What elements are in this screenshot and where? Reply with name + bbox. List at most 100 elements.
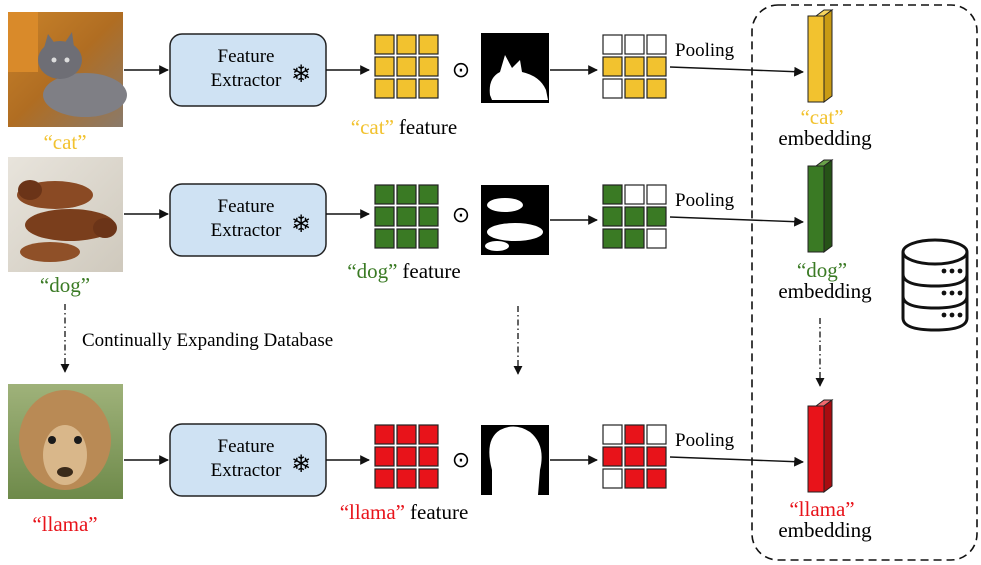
cat-embedding-label: “cat” [800,105,843,129]
cat-feature-cell [374,34,395,55]
cat-feature-cell [418,56,439,77]
dog-pooled-cell [624,184,645,205]
extractor-line1: Feature [218,46,275,67]
snowflake-icon: ❄ [291,210,311,238]
dog-photo [8,157,123,272]
cat-feature-cell [418,34,439,55]
elementwise-product-symbol: ⊙ [452,448,470,473]
pooling-arrow [669,216,804,227]
cat-feature-grid [374,34,439,99]
extractor-line2: Extractor [211,220,282,241]
feature-extractor-llama: Feature Extractor ❄ [169,423,327,497]
cat-feature-cell [396,78,417,99]
snowflake-icon: ❄ [291,450,311,478]
llama-feature-cell [396,446,417,467]
pooling-arrow [669,456,804,467]
database-icon [901,238,969,332]
cat-pooled-cell [602,34,623,55]
elementwise-product-symbol: ⊙ [452,58,470,83]
dog-pooled-cell [602,228,623,249]
snowflake-icon: ❄ [291,60,311,88]
llama-feature-cell [396,424,417,445]
cat-mask [481,33,549,103]
llama-feature-cell [374,424,395,445]
dog-feature-cell [396,228,417,249]
llama-feature-cell [374,446,395,467]
feature-word: feature [402,259,460,283]
embedding-word: embedding [778,126,872,150]
pooling-label: Pooling [675,40,735,61]
llama-feature-grid [374,424,439,489]
cat-pooled-cell [646,78,667,99]
cat-feature-label: “cat”feature [351,115,457,139]
dog-pooled-cell [602,206,623,227]
elementwise-product-symbol: ⊙ [452,203,470,228]
llama-feature-cell [418,424,439,445]
cat-feature-cell [418,78,439,99]
llama-feature-cell [418,446,439,467]
llama-pooled-cell [624,446,645,467]
cat-pooled-cell [602,56,623,77]
cat-feature-quote: “cat” [351,115,394,139]
embedding-word: embedding [778,518,872,542]
llama-pooled-grid [602,424,667,489]
llama-feature-quote: “llama” [340,500,405,524]
llama-embedding-label: “llama” [789,497,854,521]
llama-pooled-cell [624,468,645,489]
cat-feature-cell [396,34,417,55]
dog-feature-cell [418,228,439,249]
extractor-line2: Extractor [211,70,282,91]
dog-feature-grid [374,184,439,249]
llama-feature-cell [374,468,395,489]
llama-photo [8,384,123,499]
cat-feature-cell [396,56,417,77]
llama-feature-cell [418,468,439,489]
llama-embedding-bar [807,399,834,493]
dog-pooled-grid [602,184,667,249]
dog-feature-cell [396,184,417,205]
database-caption: Continually Expanding Database [82,330,333,351]
cat-pooled-grid [602,34,667,99]
cat-embedding-bar [807,9,834,103]
cat-feature-cell [374,78,395,99]
llama-pooled-cell [624,424,645,445]
dog-feature-cell [374,228,395,249]
pooling-arrow [669,66,804,77]
dog-pooled-cell [624,206,645,227]
cat-pooled-cell [646,56,667,77]
dog-feature-cell [396,206,417,227]
dog-pooled-cell [624,228,645,249]
embedding-word: embedding [778,279,872,303]
dog-feature-cell [374,206,395,227]
llama-pooled-cell [602,468,623,489]
feature-word: feature [410,500,468,524]
cat-photo [8,12,127,127]
dog-pooled-cell [646,184,667,205]
llama-feature-label: “llama”feature [340,500,469,524]
llama-pooled-cell [602,446,623,467]
cat-feature-cell [374,56,395,77]
cat-pooled-cell [624,34,645,55]
extractor-line2: Extractor [211,460,282,481]
cat-pooled-cell [624,56,645,77]
cat-pooled-cell [646,34,667,55]
cat-pooled-cell [624,78,645,99]
llama-pooled-cell [602,424,623,445]
llama-mask [481,425,549,495]
cat-label: “cat” [43,130,86,154]
extractor-line1: Feature [218,196,275,217]
dog-feature-quote: “dog” [347,259,397,283]
dog-pooled-cell [602,184,623,205]
dog-embedding-label: “dog” [797,258,847,282]
embedding-database-region [751,4,978,561]
pooling-label: Pooling [675,190,735,211]
dog-pooled-cell [646,206,667,227]
pooling-label: Pooling [675,430,735,451]
dog-embedding-bar [807,159,834,253]
llama-feature-cell [396,468,417,489]
dog-feature-label: “dog”feature [347,259,460,283]
feature-word: feature [399,115,457,139]
llama-label: “llama” [32,512,97,536]
